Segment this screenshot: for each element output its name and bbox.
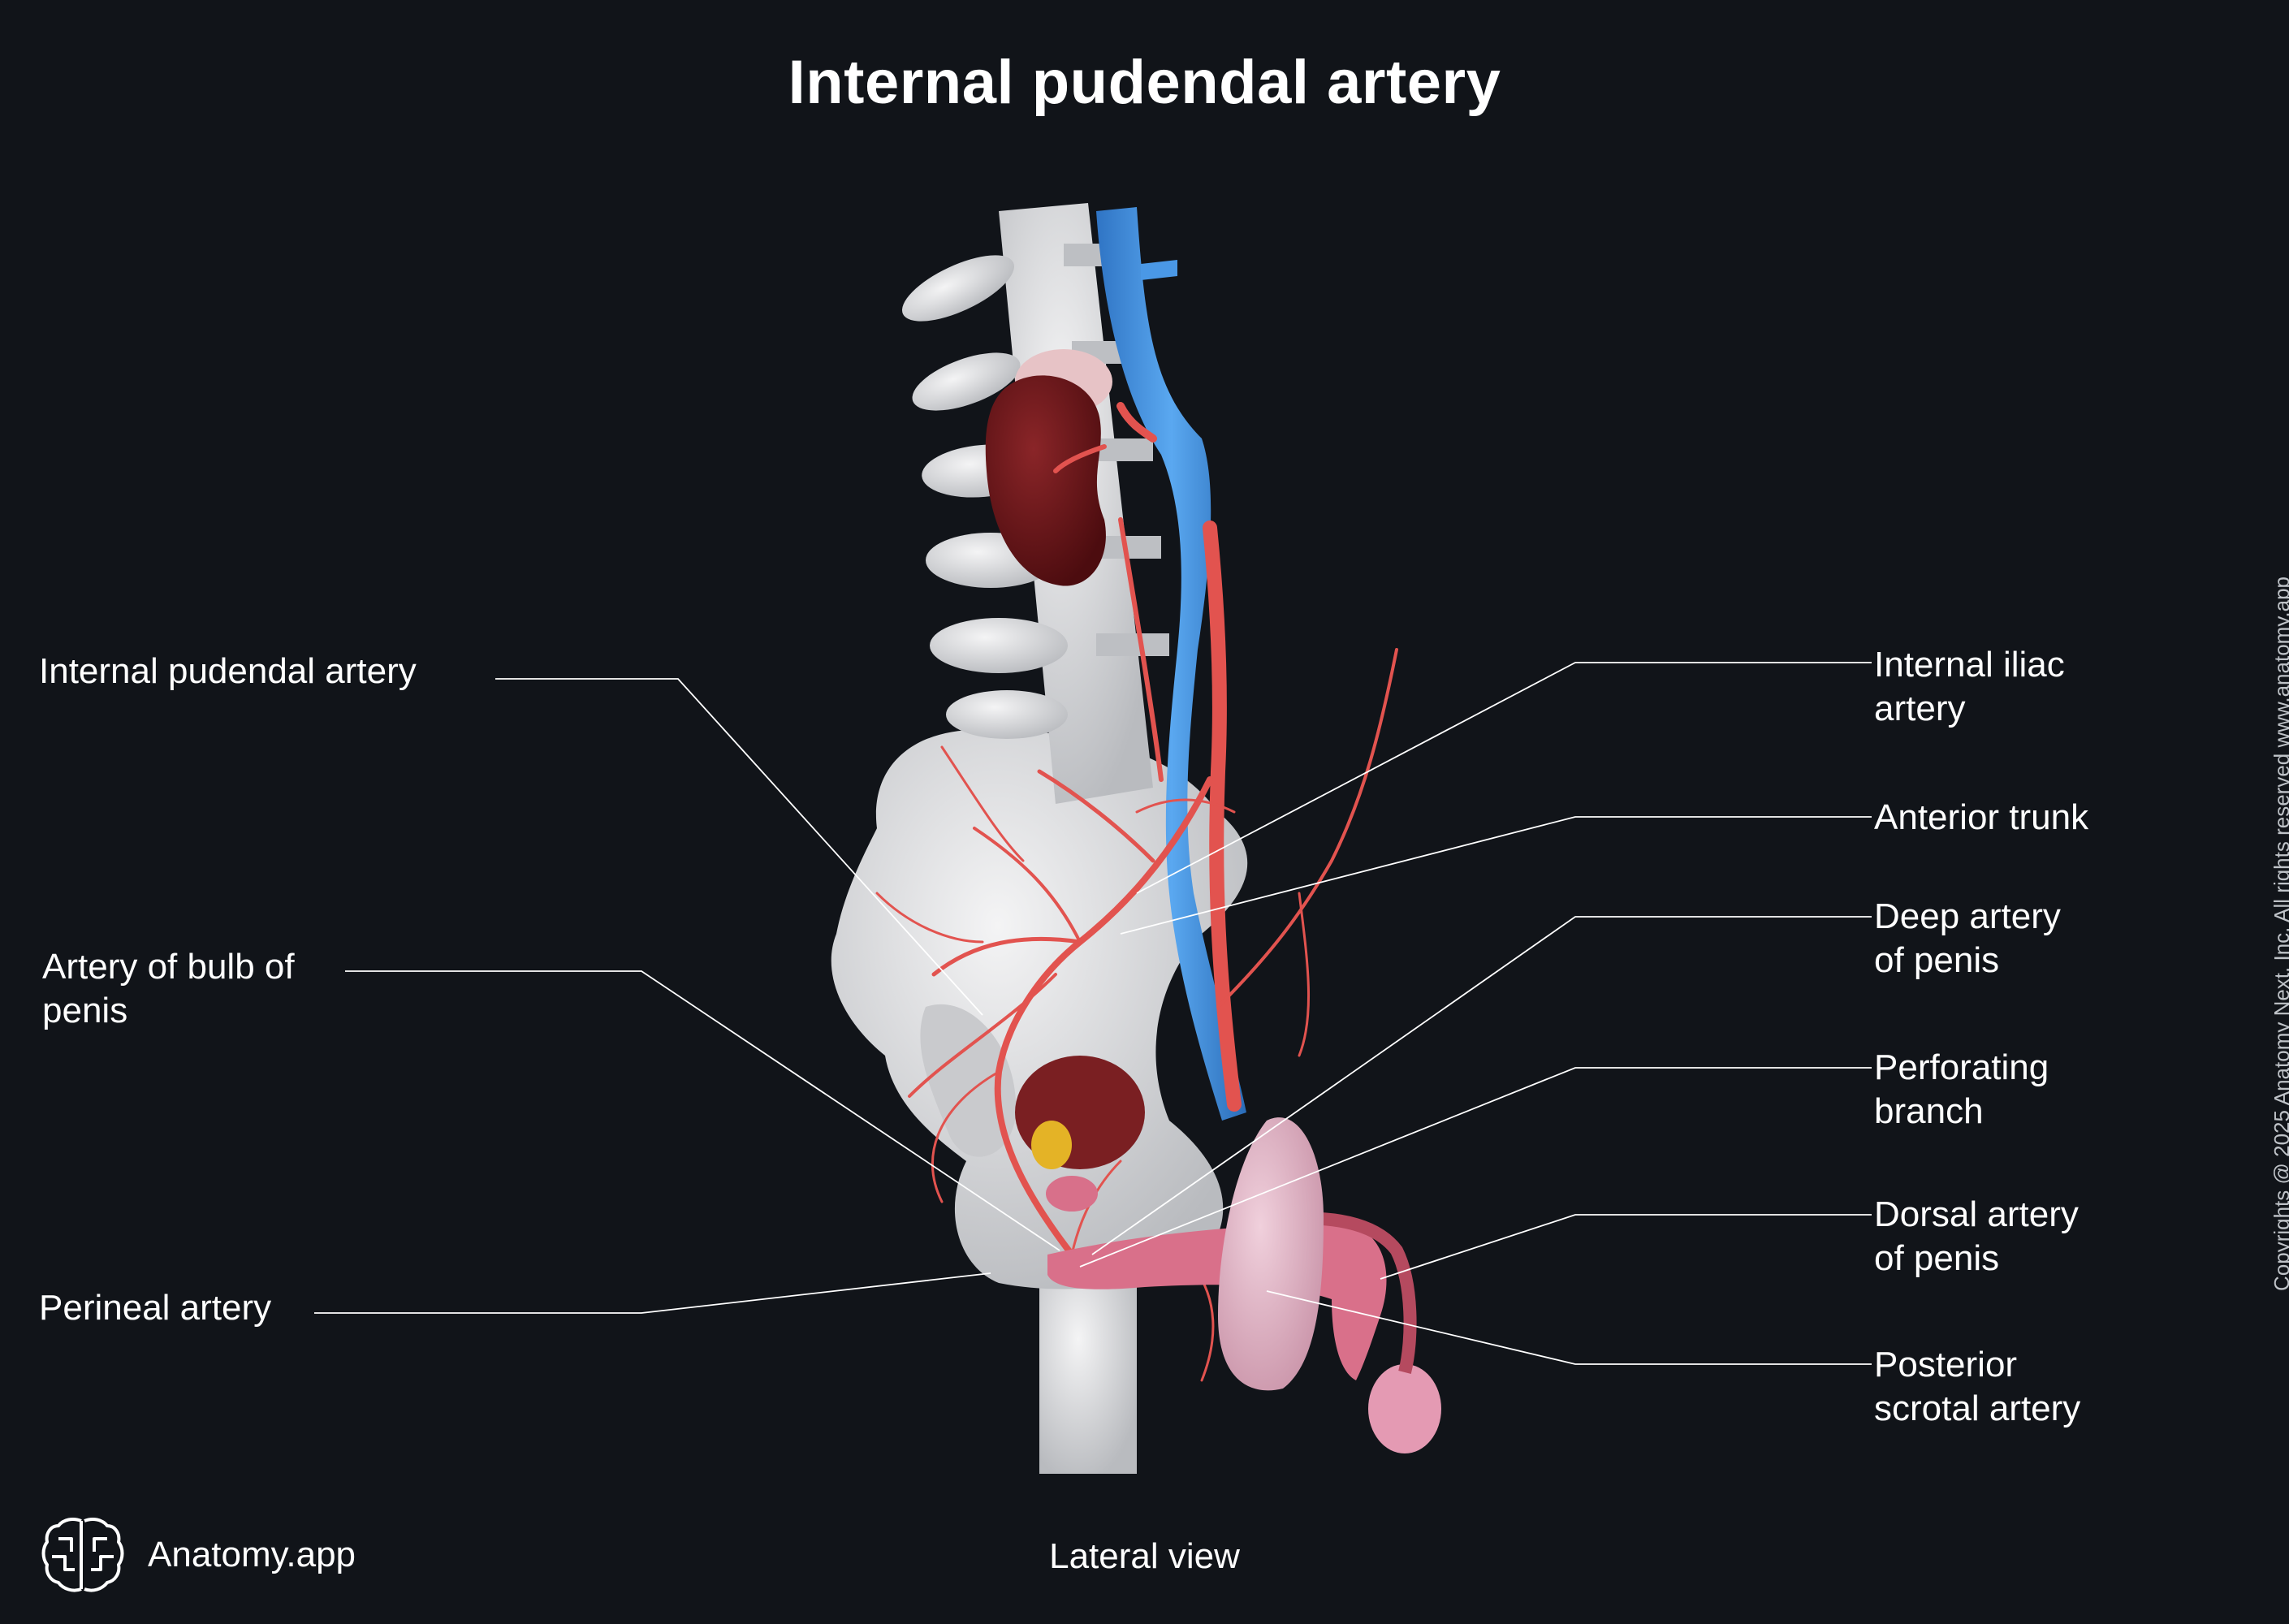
view-label: Lateral view (1049, 1536, 1240, 1576)
label-perforating-branch: Perforating branch (1874, 1047, 2049, 1131)
scrotum (1218, 1117, 1324, 1391)
label-dorsal-artery-of-penis: Dorsal artery of penis (1874, 1194, 2079, 1278)
label-posterior-scrotal-artery: Posterior scrotal artery (1874, 1345, 2081, 1428)
label-internal-pudendal-artery: Internal pudendal artery (39, 651, 417, 691)
label-artery-of-bulb-of-penis: Artery of bulb of penis (42, 947, 295, 1030)
bladder (1015, 1056, 1145, 1212)
label-anterior-trunk: Anterior trunk (1874, 797, 2089, 837)
leader-artery-of-bulb (345, 970, 1060, 1251)
label-internal-iliac-artery: Internal iliac artery (1874, 645, 2065, 728)
label-deep-artery-of-penis: Deep artery of penis (1874, 896, 2061, 980)
leader-perineal (314, 1272, 991, 1314)
page-title: Internal pudendal artery (788, 48, 1501, 117)
copyright-text: Copyrights @ 2025 Anatomy Next, Inc. All… (2270, 577, 2289, 1291)
leader-anterior-trunk (1120, 816, 1872, 935)
leader-posterior-scrotal (1266, 1290, 1872, 1365)
vein (1096, 207, 1246, 1121)
hip-bone (831, 729, 1248, 1289)
femur-bone (1039, 1267, 1137, 1474)
kidney (985, 349, 1112, 586)
leader-internal-iliac (1136, 662, 1872, 894)
brain-logo-icon (41, 1518, 124, 1592)
leader-dorsal-artery (1380, 1214, 1872, 1280)
leader-deep-artery (1091, 916, 1872, 1255)
leader-perforating (1079, 1067, 1872, 1268)
leader-internal-pudendal (495, 678, 983, 1016)
label-perineal-artery: Perineal artery (39, 1288, 272, 1328)
brand-name: Anatomy.app (148, 1535, 356, 1574)
